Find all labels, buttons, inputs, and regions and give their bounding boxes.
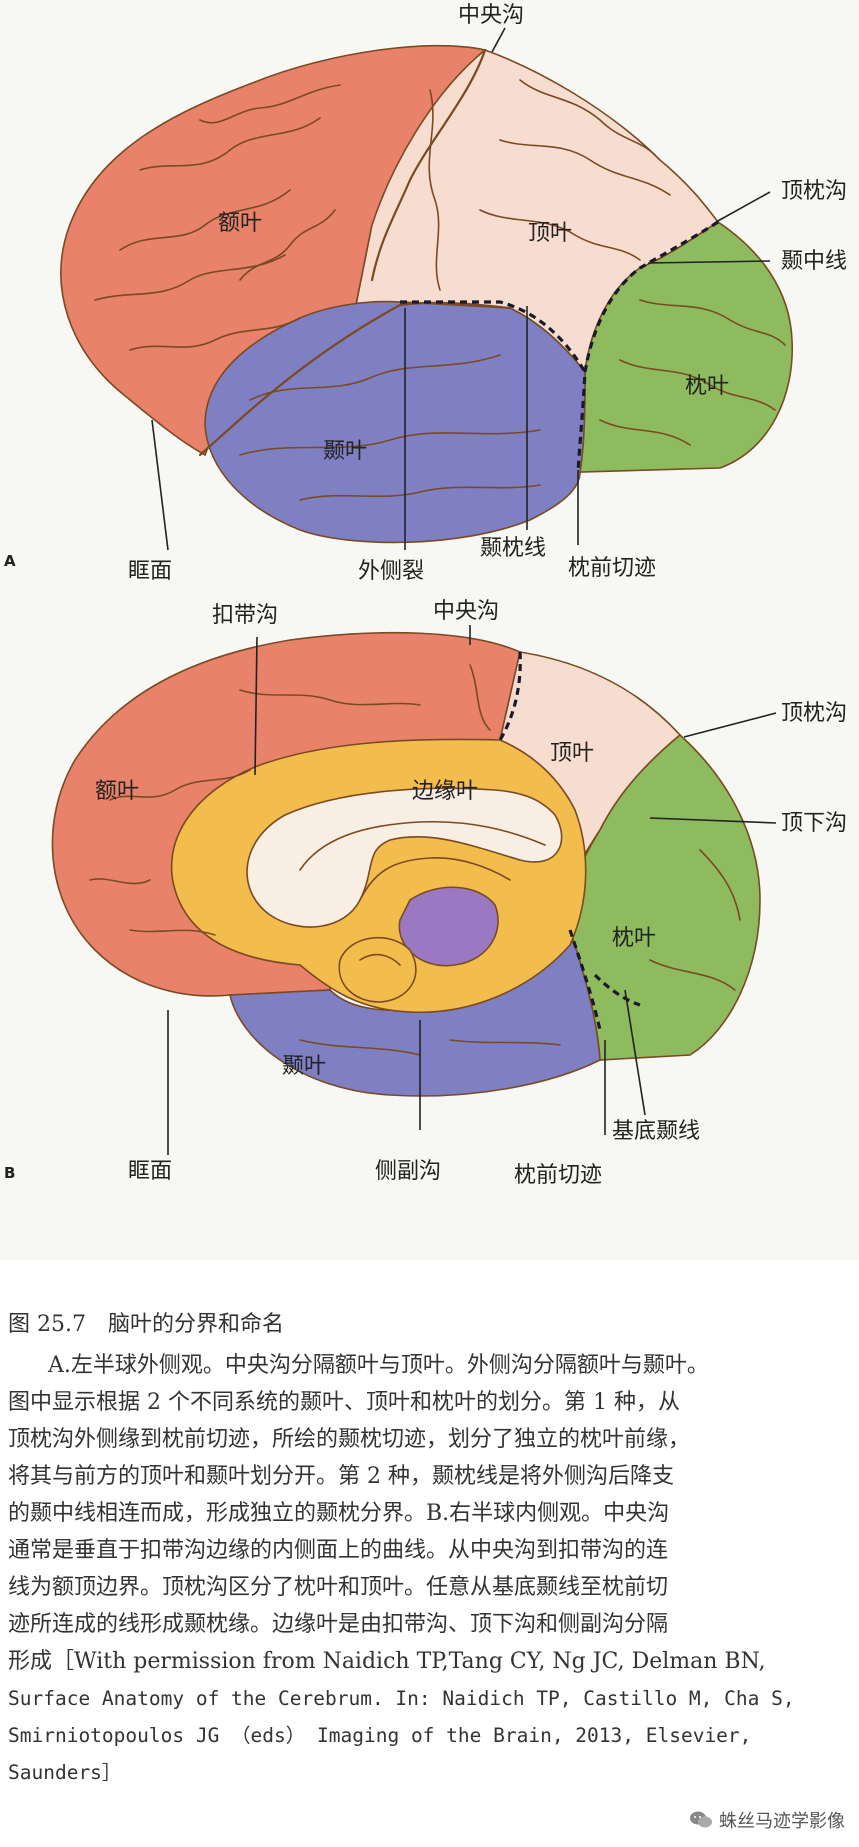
caption-line: 迹所连成的线形成颞枕缘。边缘叶是由扣带沟、顶下沟和侧副沟分隔	[8, 1612, 669, 1637]
a-lateral-fissure-line	[198, 301, 512, 457]
b-basal-temporal-label: 基底颞线	[612, 1119, 700, 1144]
panel-a: 额叶 顶叶 颞叶 枕叶 中央沟 顶枕沟 颞中线 眶面 外侧裂 颞枕线 枕前切迹 …	[4, 3, 847, 584]
a-frontal-label: 额叶	[218, 211, 262, 236]
b-preoccipital-boundary	[568, 929, 602, 1031]
b-uncus	[338, 936, 417, 1003]
b-temporal-label: 颞叶	[282, 1054, 326, 1079]
caption-line: 通常是垂直于扣带沟边缘的内侧面上的曲线。从中央沟到扣带沟的连	[8, 1538, 669, 1563]
b-leader-lines	[167, 625, 777, 1155]
b-orbital-label: 眶面	[128, 1159, 172, 1184]
panel-b: 额叶 顶叶 边缘叶 枕叶 颞叶 扣带沟 中央沟 顶枕沟 顶下沟 基底颞线 眶面 …	[4, 599, 847, 1188]
b-frontal-label: 额叶	[95, 779, 139, 804]
figure-caption: 图 25.7 脑叶的分界和命名 A.左半球外侧观。中央沟分隔额叶与顶叶。外侧沟分…	[8, 1306, 853, 1791]
caption-line: 形成［With permission from Naidich TP,Tang …	[8, 1649, 766, 1674]
a-occipital-label: 枕叶	[685, 374, 729, 399]
caption-line: 线为额顶边界。顶枕沟区分了枕叶和顶叶。任意从基底颞线至枕前切	[8, 1575, 669, 1600]
a-preoccipital-boundary	[576, 220, 719, 473]
caption-line: A.左半球外侧观。中央沟分隔额叶与顶叶。外侧沟分隔额叶与颞叶。	[48, 1353, 709, 1378]
figure-background: 额叶 顶叶 颞叶 枕叶 中央沟 顶枕沟 颞中线 眶面 外侧裂 颞枕线 枕前切迹 …	[0, 0, 859, 1260]
b-parietal-label: 顶叶	[550, 741, 594, 766]
a-parietal-label: 顶叶	[528, 221, 572, 246]
a-temporo-occipital-label: 颞枕线	[480, 536, 546, 561]
caption-line: Surface Anatomy of the Cerebrum. In: Nai…	[8, 1687, 795, 1710]
b-thalamus	[398, 886, 499, 967]
brain-figure: 额叶 顶叶 颞叶 枕叶 中央沟 顶枕沟 颞中线 眶面 外侧裂 颞枕线 枕前切迹 …	[4, 3, 847, 1188]
a-temporal-label: 颞叶	[323, 439, 367, 464]
b-limbic-label: 边缘叶	[412, 779, 478, 804]
b-central-sulcus-label: 中央沟	[433, 599, 499, 624]
caption-line: Smirniotopoulos JG （eds） Imaging of the …	[8, 1724, 752, 1747]
a-parieto-occipital-label: 顶枕沟	[781, 179, 847, 204]
caption-line: 图中显示根据 2 个不同系统的颞叶、顶叶和枕叶的划分。第 1 种，从	[8, 1390, 680, 1415]
caption-title: 图 25.7 脑叶的分界和命名	[8, 1312, 284, 1337]
a-leader-lines	[151, 27, 771, 551]
b-central-sulcus-line	[498, 651, 522, 741]
b-parieto-occipital-label: 顶枕沟	[781, 701, 847, 726]
caption-line: 顶枕沟外侧缘到枕前切迹，所绘的颞枕切迹，划分了独立的枕叶前缘，	[8, 1427, 691, 1452]
a-central-sulcus-label: 中央沟	[458, 3, 524, 28]
a-temporal-midline-label: 颞中线	[781, 249, 847, 274]
wechat-icon	[690, 1811, 712, 1828]
b-subparietal-label: 顶下沟	[781, 811, 847, 836]
b-corpus-callosum	[246, 787, 563, 928]
caption-line: Saunders］	[8, 1761, 122, 1784]
caption-line: 将其与前方的顶叶和颞叶划分开。第 2 种，颞枕线是将外侧沟后降支	[8, 1464, 674, 1489]
a-temporo-occipital-line	[400, 300, 587, 373]
b-collateral-label: 侧副沟	[375, 1159, 441, 1184]
b-sulci	[89, 664, 741, 1056]
b-preoccipital-label: 枕前切迹	[514, 1163, 602, 1188]
a-panel-letter: A	[4, 552, 16, 570]
a-central-sulcus-line	[370, 48, 487, 282]
watermark-text: 蛛丝马迹学影像	[719, 1811, 845, 1832]
b-cingulate-label: 扣带沟	[212, 603, 278, 628]
caption-line: 的颞中线相连而成，形成独立的颞枕分界。B.右半球内侧观。中央沟	[8, 1501, 670, 1526]
b-basal-temporal-dash	[593, 973, 641, 1007]
a-preoccipital-label: 枕前切迹	[568, 556, 656, 581]
a-lateral-fissure-label: 外侧裂	[358, 559, 424, 584]
a-orbital-label: 眶面	[128, 559, 172, 584]
a-temporal-lobe	[204, 300, 586, 544]
b-occipital-label: 枕叶	[612, 926, 656, 951]
watermark: 蛛丝马迹学影像	[689, 1807, 845, 1833]
b-panel-letter: B	[4, 1164, 15, 1182]
a-sulci	[94, 79, 786, 501]
